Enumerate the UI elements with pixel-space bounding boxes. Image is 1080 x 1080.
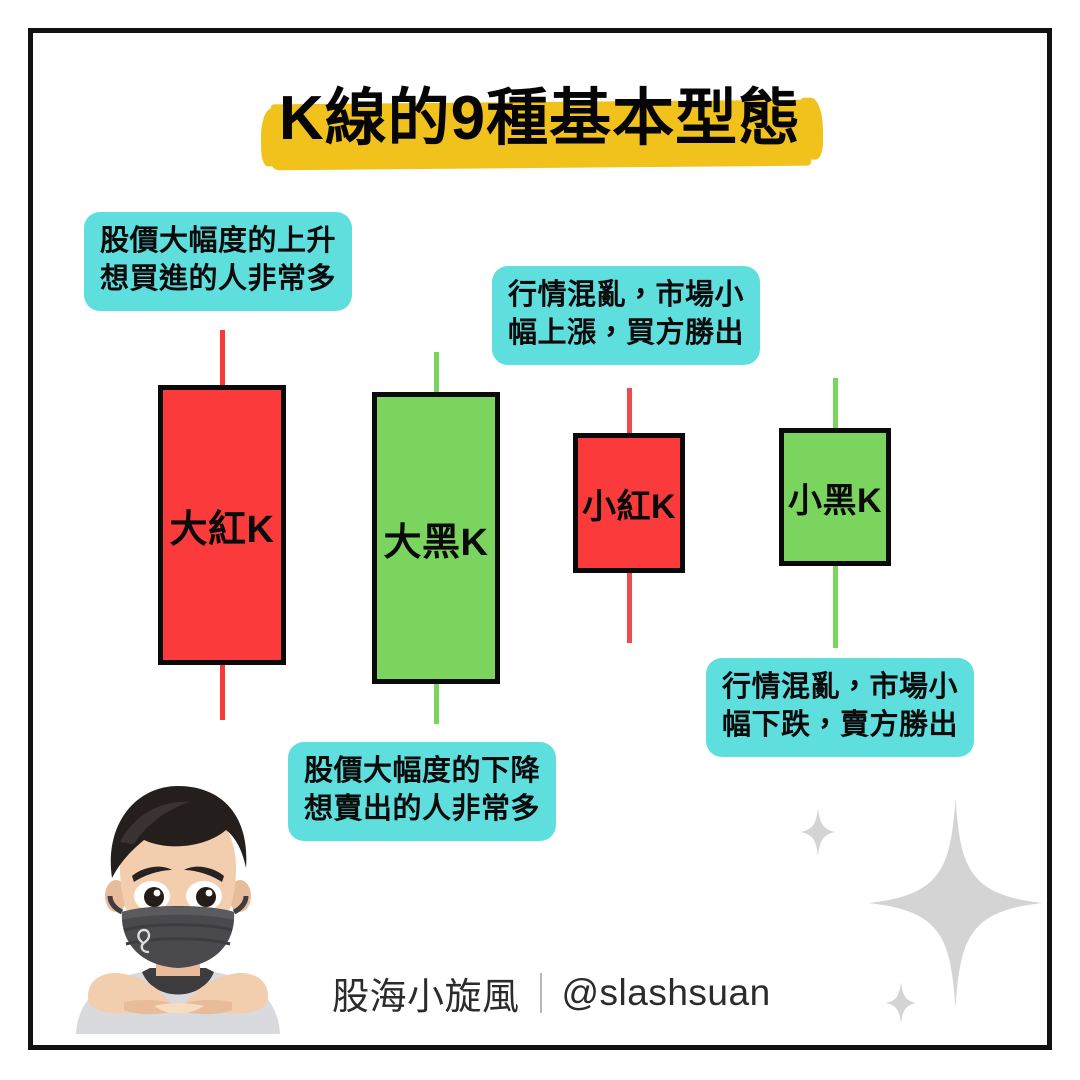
callout-big-red-line2: 想買進的人非常多 — [100, 263, 337, 296]
callout-big-green-line1: 股價大幅度的下降 — [304, 755, 541, 787]
candlestick-big-red-body: 大紅K — [158, 385, 286, 665]
candlestick-small-red-body: 小紅K — [573, 433, 685, 573]
callout-big-red-line1: 股價大幅度的上升 — [100, 225, 337, 257]
callout-big-green-line2: 想賣出的人非常多 — [304, 793, 541, 826]
page-title-text: K線的9種基本型態 — [278, 84, 802, 153]
callout-small-red-line1: 行情混亂，市場小 — [508, 279, 745, 311]
callout-small-green: 行情混亂，市場小 幅下跌，賣方勝出 — [706, 658, 975, 757]
callout-small-green-line1: 行情混亂，市場小 — [722, 671, 959, 703]
candlestick-small-green: 小黑K — [779, 378, 891, 648]
candlestick-big-green-body: 大黑K — [372, 392, 500, 684]
candlestick-big-green-label: 大黑K — [383, 521, 489, 564]
callout-small-red-line2: 幅上漲，買方勝出 — [508, 317, 745, 350]
footer-brand: 股海小旋風 — [332, 976, 520, 1017]
sparkle-icon — [868, 798, 1043, 1008]
candlestick-small-red: 小紅K — [573, 388, 685, 643]
candlestick-big-green: 大黑K — [372, 352, 500, 724]
sparkle-icon — [800, 808, 836, 856]
candlestick-small-green-body: 小黑K — [779, 428, 891, 566]
callout-big-green: 股價大幅度的下降 想賣出的人非常多 — [288, 742, 557, 841]
avatar — [58, 772, 298, 1034]
callout-small-red: 行情混亂，市場小 幅上漲，買方勝出 — [492, 266, 761, 365]
footer-divider — [539, 973, 542, 1013]
candlestick-big-red: 大紅K — [158, 330, 286, 720]
candlestick-big-red-label: 大紅K — [169, 508, 275, 551]
callout-big-red: 股價大幅度的上升 想買進的人非常多 — [84, 212, 353, 311]
footer-handle: @slashsuan — [561, 972, 771, 1013]
candlestick-small-red-label: 小紅K — [581, 487, 677, 526]
callout-small-green-line2: 幅下跌，賣方勝出 — [722, 709, 959, 742]
sparkle-icon — [885, 982, 917, 1024]
candlestick-small-green-label: 小黑K — [787, 481, 883, 520]
footer: 股海小旋風 @slashsuan — [332, 966, 771, 1020]
page-title: K線的9種基本型態 — [0, 84, 1080, 171]
